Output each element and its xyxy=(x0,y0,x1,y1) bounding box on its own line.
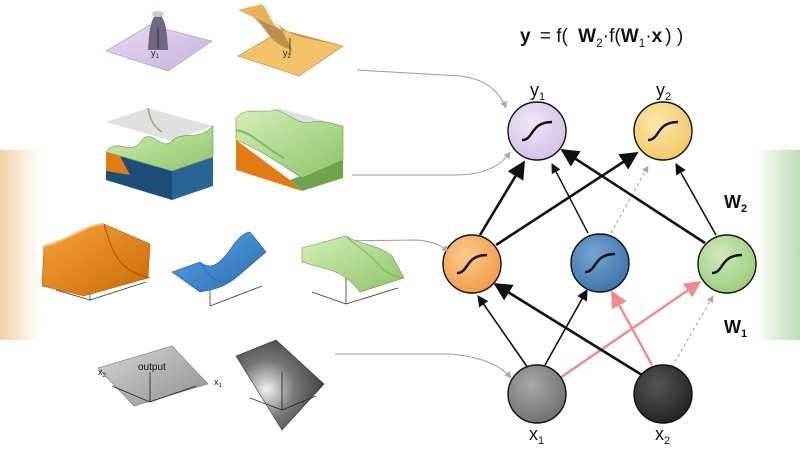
callout-top xyxy=(356,69,507,109)
edges-input-hidden xyxy=(477,281,714,379)
edge-h2-y2 xyxy=(610,165,649,234)
plot-y1-label: y1 xyxy=(151,48,160,60)
plot-input-output-label: output xyxy=(138,362,166,373)
node-label-x1: x1 xyxy=(529,424,544,447)
left-glow xyxy=(0,150,40,340)
plot-y2-surface: y2 xyxy=(237,4,344,77)
node-hidden-orange xyxy=(442,234,502,294)
edges-hidden-output xyxy=(478,148,717,247)
weight-label-w1: W1 xyxy=(724,317,747,340)
sigmoid-icon xyxy=(584,252,616,274)
node-hidden-green xyxy=(697,234,757,294)
edge-x1-h3 xyxy=(559,281,702,379)
plot-hidden-orange xyxy=(41,223,151,301)
callout-lines xyxy=(335,69,512,379)
node-label-y1: y1 xyxy=(530,80,545,103)
formula-dot1: ·f( xyxy=(603,26,622,47)
node-label-y2: y2 xyxy=(656,80,671,103)
plot-y2-label: y2 xyxy=(283,48,292,60)
formula-dot2: · xyxy=(645,26,651,47)
plot-hidden-blue xyxy=(171,231,267,307)
node-y1 xyxy=(507,101,567,161)
plot-y1-surface: y1 xyxy=(105,11,213,72)
formula-w2-sub: 2 xyxy=(596,36,603,50)
formula: y = f( W2·f(W1·x) ) xyxy=(520,26,683,50)
edge-h3-y2 xyxy=(675,163,717,236)
sigmoid-icon xyxy=(456,253,488,275)
edge-x2-h2 xyxy=(610,290,654,366)
node-label-x2: x2 xyxy=(655,424,670,447)
node-x1 xyxy=(507,364,567,424)
plot-landscape-1 xyxy=(105,107,214,200)
sigmoid-icon xyxy=(711,253,743,275)
node-y2 xyxy=(633,101,693,161)
sigmoid-icon xyxy=(521,120,553,142)
formula-w1-sub: 1 xyxy=(639,36,646,50)
callout-input xyxy=(335,353,512,379)
edge-x2-h1 xyxy=(493,282,643,377)
node-x2 xyxy=(633,364,693,424)
edge-x2-h3 xyxy=(671,295,714,368)
formula-y: y xyxy=(520,26,531,47)
callout-mid xyxy=(352,151,511,176)
callout-hidden xyxy=(337,239,449,253)
edge-h1-y1 xyxy=(478,160,526,236)
edge-h2-y1 xyxy=(551,163,589,234)
edge-h1-y2 xyxy=(495,151,639,247)
edge-x1-h1 xyxy=(477,295,529,369)
plot-input-x1-label: x1 xyxy=(214,377,223,389)
formula-close: ) ) xyxy=(665,26,683,47)
sigmoid-icon xyxy=(647,120,679,142)
right-glow xyxy=(755,150,800,340)
plot-input-plane-dark xyxy=(235,339,325,431)
node-hidden-blue xyxy=(570,233,630,293)
formula-w2: W xyxy=(578,26,596,47)
weight-label-w2: W2 xyxy=(724,192,747,215)
formula-eq: = f( xyxy=(540,26,569,47)
plot-hidden-green xyxy=(301,235,405,305)
edge-h3-y1 xyxy=(560,148,706,245)
formula-x: x xyxy=(652,26,663,47)
plot-input-x2-label: x2 xyxy=(98,367,107,379)
formula-w1: W xyxy=(621,26,639,47)
plot-landscape-2 xyxy=(235,108,344,191)
plot-input-plane: x2 output x1 xyxy=(97,345,223,407)
